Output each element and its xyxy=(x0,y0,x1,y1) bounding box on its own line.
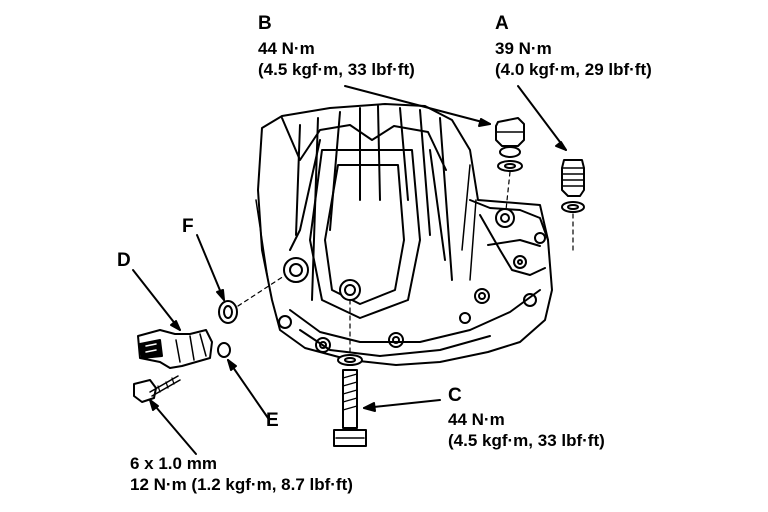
callout-letter-e: E xyxy=(266,410,279,431)
callout-torque-b: 44 N·m xyxy=(258,39,315,58)
callout-letter-d: D xyxy=(117,250,131,271)
callout-torque-c: 44 N·m xyxy=(448,410,505,429)
bolt-size-label: 6 x 1.0 mm xyxy=(130,454,217,473)
transmission-housing xyxy=(255,103,553,366)
drain-bolt-c xyxy=(333,299,367,447)
callout-letter-f: F xyxy=(182,216,194,237)
callout-letter-b: B xyxy=(258,13,272,34)
sensor-assembly xyxy=(133,275,285,403)
callout-spec-a: (4.0 kgf·m, 29 lbf·ft) xyxy=(495,60,652,79)
callout-letter-c: C xyxy=(448,385,462,406)
sealing-bolt-b xyxy=(495,117,525,211)
callout-spec-b: (4.5 kgf·m, 33 lbf·ft) xyxy=(258,60,415,79)
callout-spec-c: (4.5 kgf·m, 33 lbf·ft) xyxy=(448,431,605,450)
callout-letter-a: A xyxy=(495,13,509,34)
bolt-torque-label: 12 N·m (1.2 kgf·m, 8.7 lbf·ft) xyxy=(130,475,353,494)
leader-arrows xyxy=(132,85,567,455)
sealing-bolt-a xyxy=(561,159,585,251)
callout-torque-a: 39 N·m xyxy=(495,39,552,58)
